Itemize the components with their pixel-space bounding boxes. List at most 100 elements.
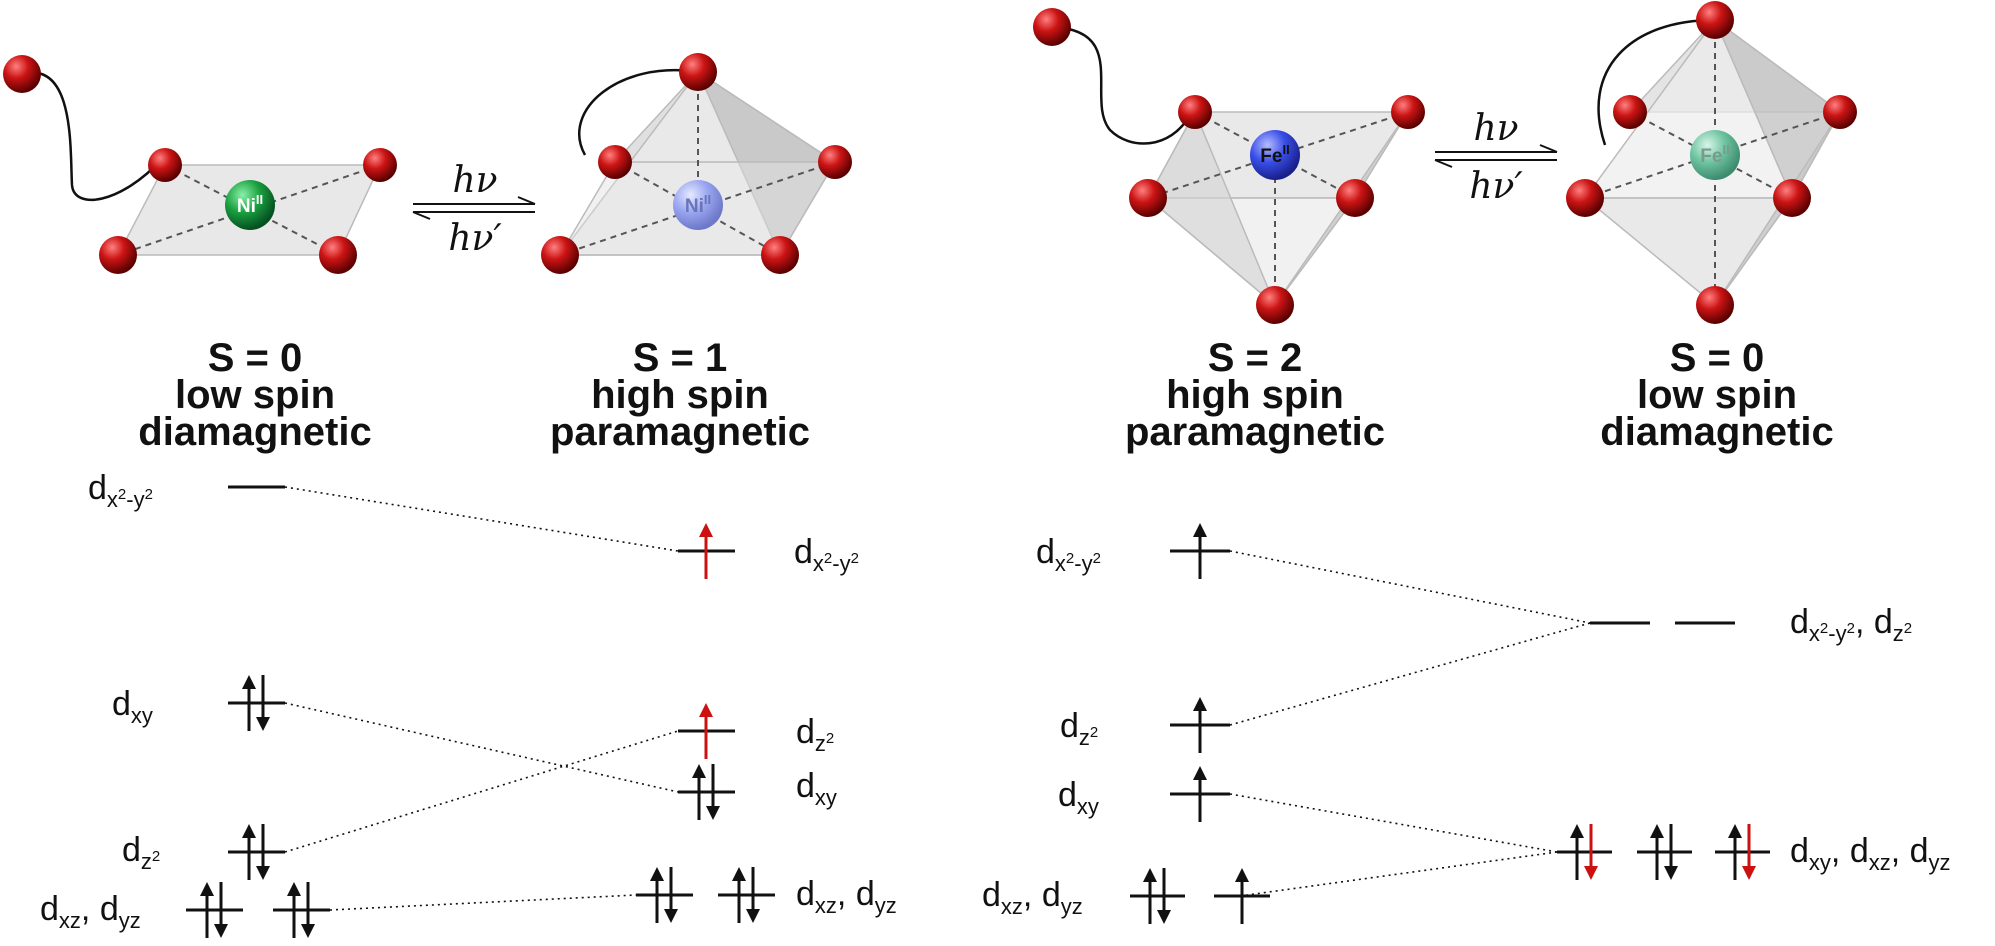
oxidation-state: II [256, 192, 263, 207]
spin-quantum-number: S = 2 [1207, 336, 1303, 380]
spin-up-arrow-head [692, 764, 706, 778]
oxygen-atom [99, 236, 137, 274]
magnetism: paramagnetic [1124, 410, 1386, 454]
spin-up-arrow-head [200, 882, 214, 896]
oxygen-atom [818, 145, 852, 179]
oxygen-atom [1823, 95, 1857, 129]
electron-arrows [200, 523, 1756, 938]
label-dxz-dyz: dxz, dyz [982, 876, 1083, 919]
spin-up-arrow-head [1570, 824, 1584, 838]
ni-high-spin-structure: NiII [541, 53, 852, 274]
label-dx2y2: dx2-y2 [1036, 533, 1101, 576]
state-caption-ni-low: S = 0 low spin diamagnetic [95, 336, 415, 454]
orbital-levels [186, 485, 1770, 912]
correlation-lines [284, 486, 1591, 911]
oxygen-atom [1256, 286, 1294, 324]
magnetism: paramagnetic [549, 410, 811, 454]
state-caption-ni-high: S = 1 high spin paramagnetic [520, 336, 840, 454]
magnetism: diamagnetic [1600, 410, 1834, 454]
spin-quantum-number: S = 1 [632, 336, 728, 380]
spin-down-arrow-head [1584, 866, 1598, 880]
spin-down-arrow-head [256, 717, 270, 731]
spin-down-arrow-head [706, 806, 720, 820]
spin-up-arrow-head [1143, 868, 1157, 882]
oxygen-atom [1696, 286, 1734, 324]
forward-label: hν [1473, 108, 1518, 149]
spin-down-arrow-head [256, 866, 270, 880]
spin-up-arrow-head [732, 867, 746, 881]
ni-low-spin-structure: NiII [3, 55, 397, 274]
reverse-label: hν′ [1469, 166, 1522, 207]
ligand-tether [21, 71, 164, 202]
oxygen-atom [1773, 179, 1811, 217]
oxygen-atom [1129, 179, 1167, 217]
label-dz2: dz2 [122, 831, 160, 874]
metal-symbol: Ni [685, 196, 704, 217]
label-dxy: dxy [796, 767, 837, 810]
oxidation-state: II [1282, 142, 1289, 157]
spin-up-arrow-head [650, 867, 664, 881]
spin-quantum-number: S = 0 [207, 336, 303, 380]
spin-down-arrow-head [301, 924, 315, 938]
svg-text:NiII: NiII [685, 192, 711, 217]
svg-text:NiII: NiII [237, 192, 263, 217]
spin-up-arrow-head [287, 882, 301, 896]
reverse-label: hν′ [448, 218, 501, 259]
metal-symbol: Ni [237, 196, 256, 217]
spin-up-arrow-head [1728, 824, 1742, 838]
label-eg: dx2-y2, dz2 [1790, 603, 1912, 646]
ni-equilibrium: hν hν′ [412, 160, 536, 259]
forward-label: hν [452, 160, 497, 201]
spin-type: high spin [1166, 373, 1344, 417]
orbital-labels: dx2-y2 dxy dz2 dxz, dyz dx2-y2 dz2 dxy d… [40, 469, 1951, 933]
oxygen-atom [1178, 95, 1212, 129]
oxygen-atom [541, 236, 579, 274]
label-dxz-dyz: dxz, dyz [40, 890, 141, 933]
label-dx2y2: dx2-y2 [794, 533, 859, 576]
label-dxy: dxy [112, 685, 153, 728]
state-caption-fe-low: S = 0 low spin diamagnetic [1557, 336, 1877, 454]
svg-text:FeII: FeII [1700, 142, 1729, 167]
metal-atom [673, 180, 723, 230]
metal-atom [1690, 130, 1740, 180]
oxygen-atom [3, 55, 41, 93]
oxygen-atom [598, 145, 632, 179]
spin-type: high spin [591, 373, 769, 417]
label-dxz-dyz: dxz, dyz [796, 875, 897, 918]
fe-low-spin-structure: FeII [1566, 1, 1857, 324]
magnetism: diamagnetic [138, 410, 372, 454]
label-dx2y2: dx2-y2 [88, 469, 153, 512]
oxidation-state: II [704, 192, 711, 207]
oxygen-atom [1391, 95, 1425, 129]
oxidation-state: II [1722, 142, 1729, 157]
metal-symbol: Fe [1700, 146, 1722, 167]
spin-type: low spin [1637, 373, 1797, 417]
spin-down-arrow-head [664, 909, 678, 923]
spin-down-arrow-head [1742, 866, 1756, 880]
oxygen-atom [363, 148, 397, 182]
spin-up-arrow-head [242, 675, 256, 689]
spin-up-arrow-head [242, 824, 256, 838]
oxygen-atom [1566, 179, 1604, 217]
oxygen-atom [148, 148, 182, 182]
metal-atom [225, 180, 275, 230]
spin-up-arrow-head [1235, 868, 1249, 882]
oxygen-atom [319, 236, 357, 274]
oxygen-atom [1696, 1, 1734, 39]
ligand-tether [1597, 18, 1716, 146]
label-t2g: dxy, dxz, dyz [1790, 832, 1951, 875]
spin-up-arrow-head [699, 523, 713, 537]
spin-down-arrow-head [1157, 910, 1171, 924]
svg-text:FeII: FeII [1260, 142, 1289, 167]
state-caption-fe-high: S = 2 high spin paramagnetic [1095, 336, 1415, 454]
spin-up-arrow-head [1193, 523, 1207, 537]
oxygen-atom [1033, 8, 1071, 46]
spin-up-arrow-head [1193, 766, 1207, 780]
spin-quantum-number: S = 0 [1669, 336, 1765, 380]
ligand-tether [578, 69, 699, 156]
fe-high-spin-structure: FeII [1033, 8, 1425, 324]
spin-type: low spin [175, 373, 335, 417]
metal-symbol: Fe [1260, 146, 1282, 167]
spin-down-arrow-head [214, 924, 228, 938]
